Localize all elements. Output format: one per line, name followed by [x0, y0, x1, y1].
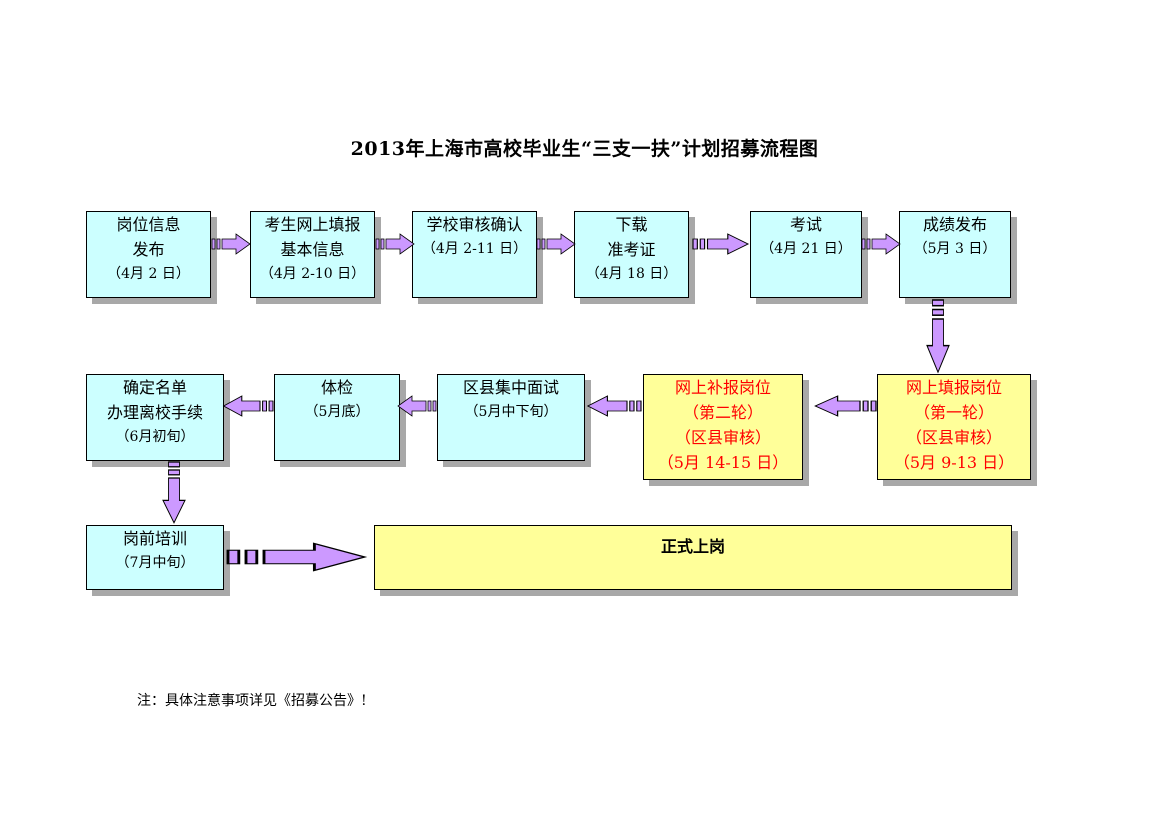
step-start-job: 正式上岗	[374, 525, 1012, 590]
step-line: 正式上岗	[660, 537, 725, 556]
step-line: 岗前培训	[122, 529, 187, 548]
step-line: （第二轮）	[682, 403, 763, 422]
step-line: （区县审核）	[674, 428, 771, 447]
arrow-right-icon	[692, 233, 749, 255]
step-line: （4月 21 日）	[760, 241, 852, 257]
step-post-selection-round-1: 网上填报岗位 （第一轮） （区县审核） （5月 9-13 日）	[877, 374, 1031, 480]
step-line: （4月 18 日）	[585, 266, 678, 282]
step-line: （5月 9-13 日）	[893, 453, 1015, 472]
step-online-registration: 考生网上填报 基本信息 （4月 2-10 日）	[250, 211, 375, 298]
step-medical-exam: 体检 （5月底）	[274, 374, 400, 461]
step-download-admission-ticket: 下载 准考证 （4月 18 日）	[574, 211, 689, 298]
step-post-selection-round-2: 网上补报岗位 （第二轮） （区县审核） （5月 14-15 日）	[643, 374, 803, 480]
step-school-review: 学校审核确认 （4月 2-11 日）	[412, 211, 537, 298]
arrow-left-icon	[397, 395, 437, 417]
step-line: （区县审核）	[905, 428, 1002, 447]
arrow-right-icon	[536, 233, 576, 255]
step-line: 下载	[615, 215, 648, 234]
step-line: （5月底）	[304, 404, 370, 420]
step-line: （6月初旬）	[115, 429, 195, 445]
step-line: 成绩发布	[922, 215, 987, 234]
step-district-interview: 区县集中面试 （5月中下旬）	[437, 374, 585, 461]
arrow-right-icon	[226, 542, 367, 572]
arrow-left-icon	[587, 395, 642, 417]
step-post-info-release: 岗位信息 发布 （4月 2 日）	[86, 211, 211, 298]
step-line: （7月中旬）	[115, 555, 195, 571]
step-line: 准考证	[607, 240, 656, 259]
step-results-release: 成绩发布 （5月 3 日）	[899, 211, 1011, 298]
step-line: 区县集中面试	[462, 378, 559, 397]
step-finalize-list: 确定名单 办理离校手续 （6月初旬）	[86, 374, 224, 461]
step-line: 网上填报岗位	[905, 378, 1002, 397]
step-line: （4月 2-10 日）	[259, 266, 366, 282]
arrow-right-icon	[861, 233, 901, 255]
step-line: 网上补报岗位	[674, 378, 771, 397]
step-pre-job-training: 岗前培训 （7月中旬）	[86, 525, 224, 590]
step-line: （5月中下旬）	[464, 404, 558, 420]
step-exam: 考试 （4月 21 日）	[750, 211, 862, 298]
step-line: 学校审核确认	[426, 215, 523, 234]
arrow-left-icon	[814, 395, 877, 417]
arrow-down-icon	[926, 299, 950, 373]
arrow-right-icon	[375, 233, 415, 255]
step-line: 考试	[789, 215, 822, 234]
step-line: 确定名单	[122, 378, 187, 397]
step-line: 岗位信息	[116, 215, 181, 234]
step-line: （4月 2 日）	[107, 266, 190, 282]
arrow-left-icon	[223, 395, 274, 417]
step-line: （5月 3 日）	[913, 241, 997, 257]
step-line: 发布	[132, 240, 165, 259]
step-line: （5月 14-15 日）	[657, 453, 789, 472]
step-line: 考生网上填报	[264, 215, 361, 234]
step-line: 办理离校手续	[106, 403, 203, 422]
arrow-down-icon	[162, 461, 186, 524]
step-line: （4月 2-11 日）	[421, 241, 528, 257]
arrow-right-icon	[211, 233, 251, 255]
step-line: 体检	[320, 378, 353, 397]
diagram-title: 2013年上海市高校毕业生“三支一扶”计划招募流程图	[350, 138, 819, 160]
step-line: 基本信息	[280, 240, 345, 259]
footnote: 注：具体注意事项详见《招募公告》!	[137, 693, 367, 709]
step-line: （第一轮）	[913, 403, 994, 422]
